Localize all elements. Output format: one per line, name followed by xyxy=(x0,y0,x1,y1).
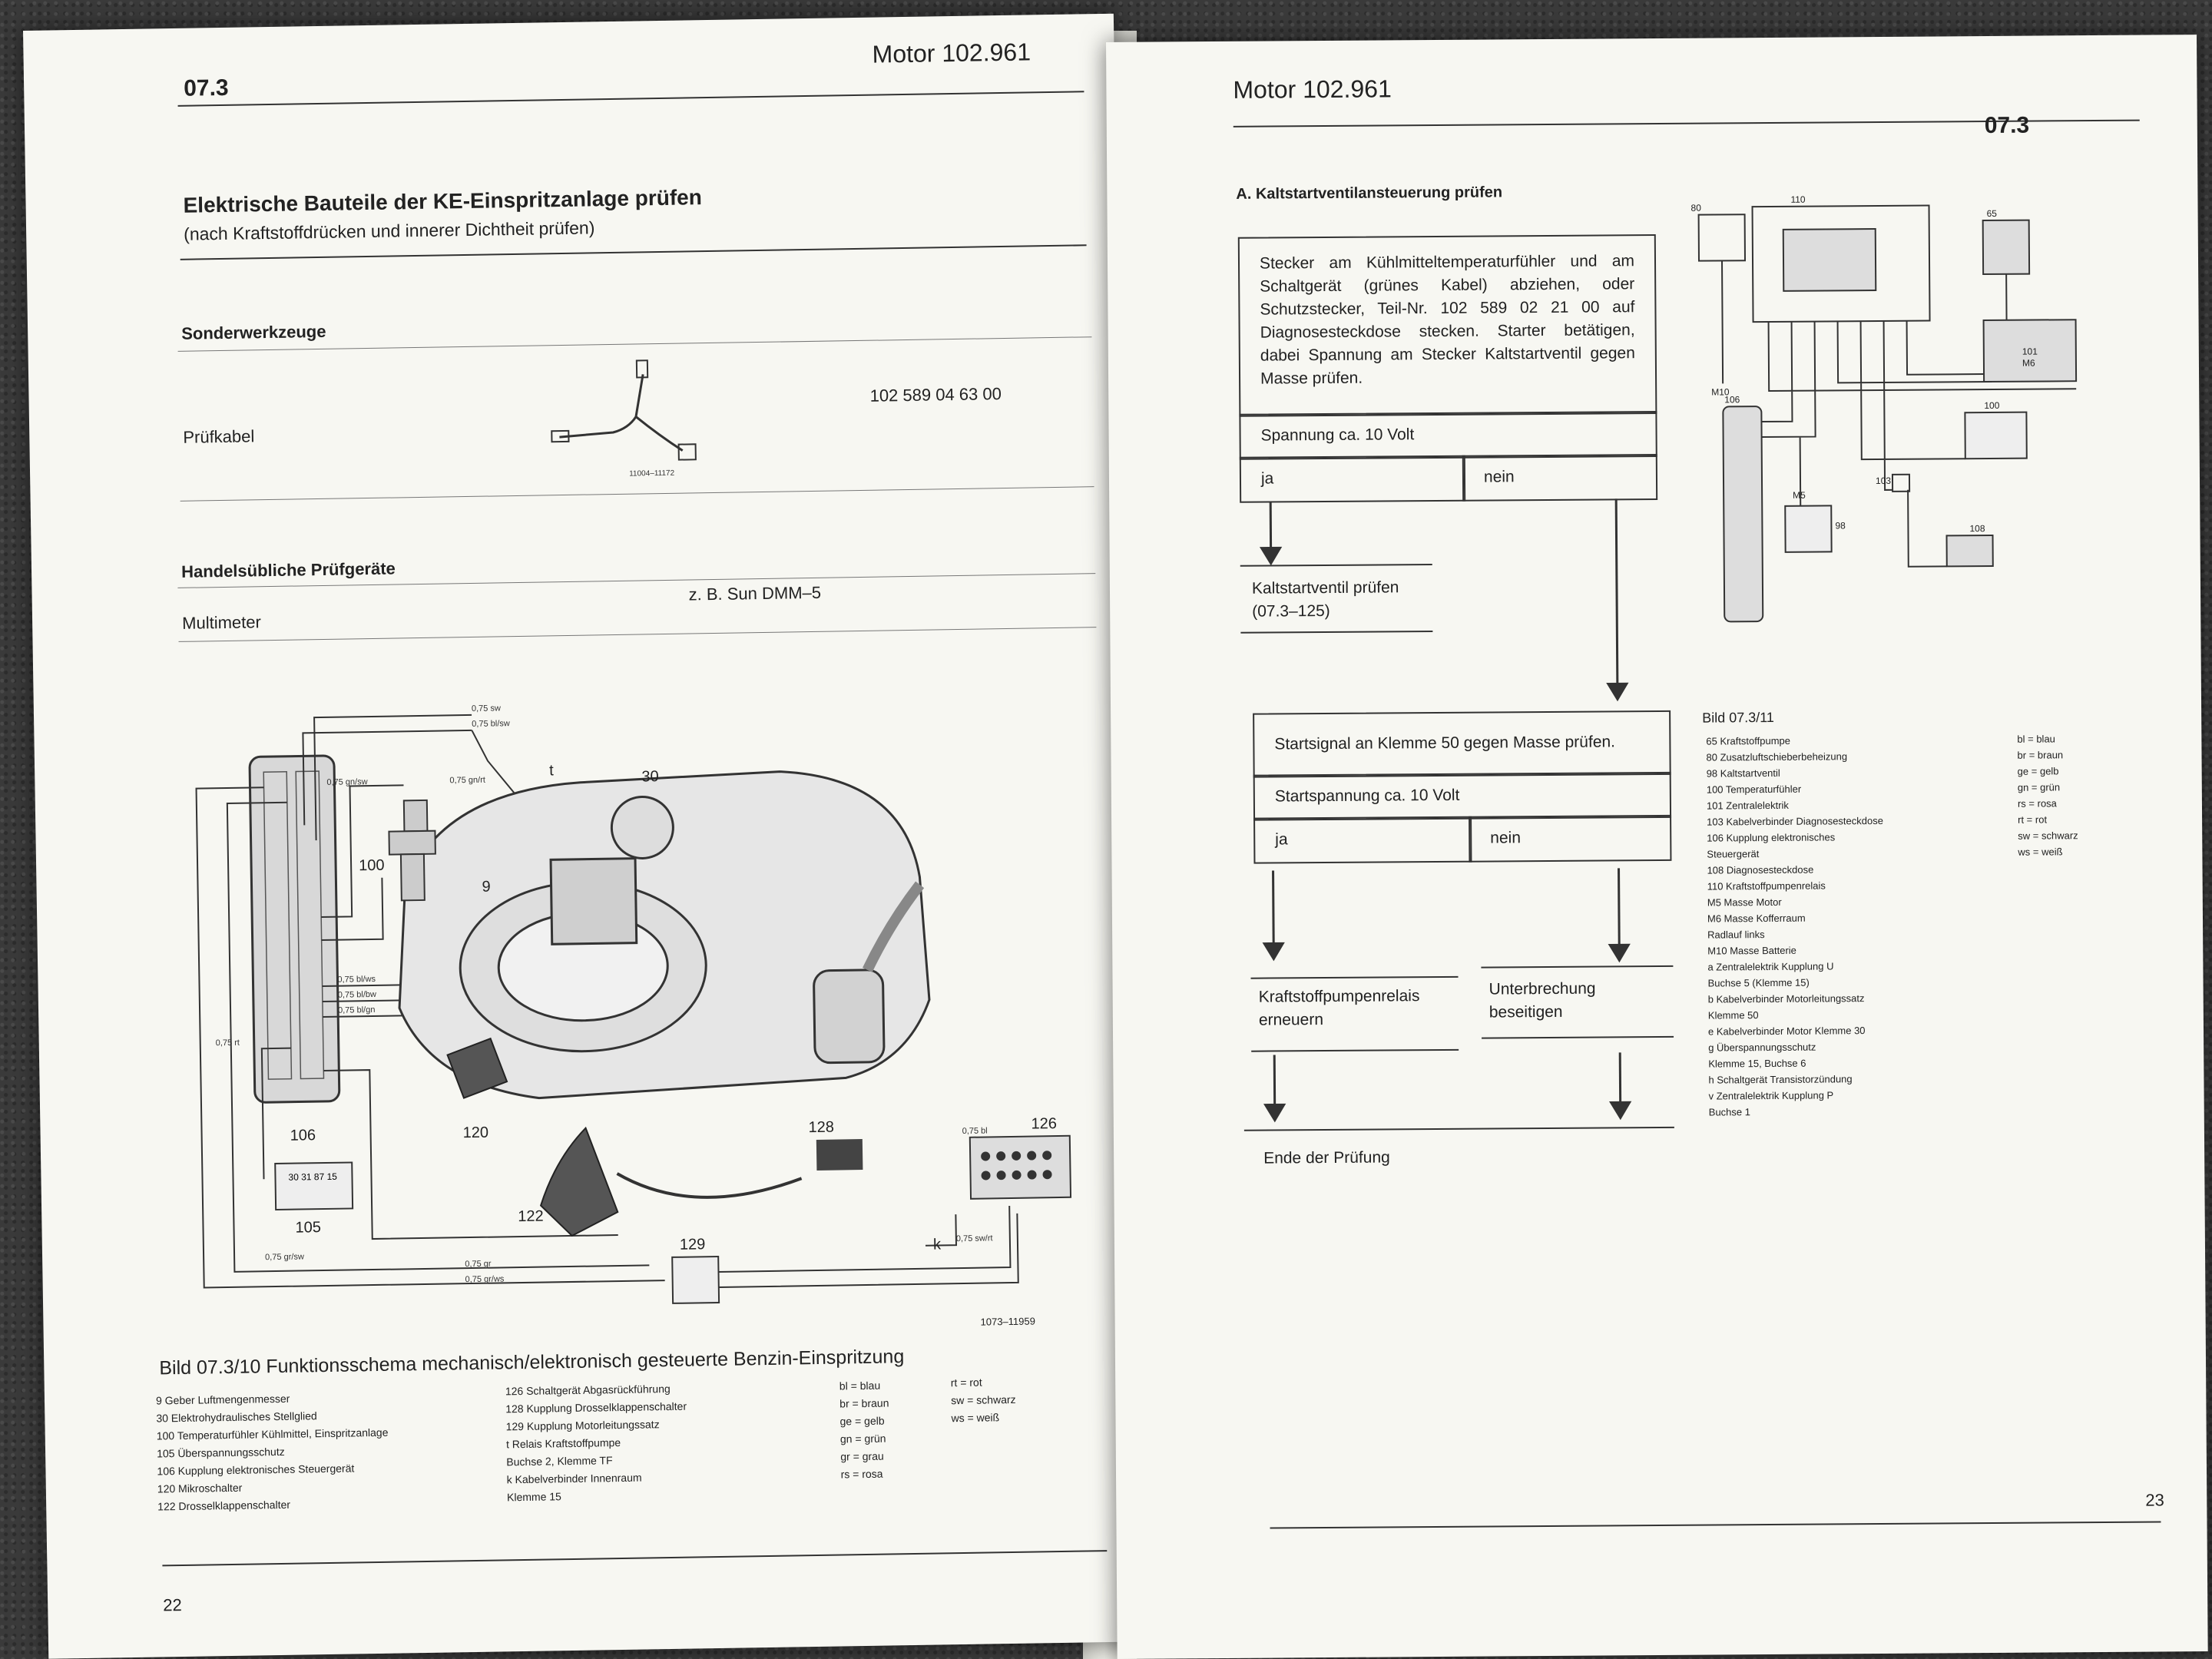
flow-step-relay: Kraftstoffpumpenrelais erneuern xyxy=(1258,987,1420,1029)
label-30: 30 xyxy=(641,768,659,785)
rule xyxy=(180,486,1094,502)
wire-label: 0,75 gr/ws xyxy=(465,1274,505,1284)
flow-step-cold-start: Kaltstartventil prüfen (07.3–125) xyxy=(1251,578,1399,621)
label-65: 65 xyxy=(1987,208,1998,219)
figure-caption: Bild 07.3/10 Funktionsschema mechanisch/… xyxy=(159,1346,905,1379)
label-m6: M6 xyxy=(2022,358,2035,369)
wire-label: 0,75 gn/sw xyxy=(326,777,367,787)
tool-part-number: 102 589 04 63 00 xyxy=(869,384,1002,406)
test-cable-illustration: 11004–11172 xyxy=(551,359,697,478)
test-cable-code: 11004–11172 xyxy=(629,469,675,478)
label-t: t xyxy=(549,762,554,779)
label-k: k xyxy=(933,1236,942,1253)
tool-name: Prüfkabel xyxy=(183,426,255,447)
label-106: 106 xyxy=(290,1127,316,1144)
engine-wiring-diagram: 30 31 87 15 xyxy=(195,704,1072,1328)
wire-label: 0,75 sw xyxy=(472,704,501,714)
label-126: 126 xyxy=(1031,1115,1057,1133)
wire-label: 0,75 gr xyxy=(465,1260,492,1270)
right-figure-caption: Bild 07.3/11 xyxy=(1702,709,1774,726)
flow-yes-2: ja xyxy=(1253,816,1472,864)
page-number: 23 xyxy=(2145,1490,2164,1510)
flow-step-break: Unterbrechung beseitigen xyxy=(1488,979,1596,1022)
flow-arrows xyxy=(1240,498,1674,1131)
label-100: 100 xyxy=(1984,400,1999,411)
wire-label: 0,75 bl xyxy=(962,1126,988,1136)
page-title: Elektrische Bauteile der KE-Einspritzanl… xyxy=(183,185,703,217)
label-128: 128 xyxy=(808,1119,834,1137)
left-page: 07.3 Motor 102.961 Elektrische Bauteile … xyxy=(23,13,1140,1659)
label-106: 106 xyxy=(1724,394,1740,405)
relay-pins: 30 31 87 15 xyxy=(288,1171,337,1183)
multimeter-label: Multimeter xyxy=(181,612,262,633)
special-tools-heading: Sonderwerkzeuge xyxy=(181,321,326,343)
header-rule xyxy=(177,91,1084,107)
label-9: 9 xyxy=(482,879,490,896)
flow-end: Ende der Prüfung xyxy=(1263,1148,1390,1167)
label-100: 100 xyxy=(359,857,385,875)
wire-label: 0,75 bl/ws xyxy=(337,975,376,985)
label-m5: M5 xyxy=(1793,490,1806,501)
label-122: 122 xyxy=(518,1208,544,1226)
label-120: 120 xyxy=(462,1124,488,1142)
page-number: 22 xyxy=(163,1595,182,1615)
footer-rule xyxy=(162,1550,1108,1567)
wire-label: 0,75 gr/sw xyxy=(265,1252,304,1262)
multimeter-example: z. B. Sun DMM–5 xyxy=(688,582,822,604)
diagram-code: 1073–11959 xyxy=(980,1316,1035,1328)
right-page: Motor 102.961 07.3 A. Kaltstartventilans… xyxy=(1106,35,2208,1659)
wire-label: 0,75 rt xyxy=(216,1038,240,1048)
test-equipment-heading: Handelsübliche Prüfgeräte xyxy=(180,558,396,581)
rule xyxy=(178,627,1097,642)
label-108: 108 xyxy=(1969,523,1985,534)
label-103: 103 xyxy=(1876,475,1891,486)
wire-label: 0,75 gn/rt xyxy=(449,776,485,786)
wire-label: 0,75 bl/gn xyxy=(338,1005,376,1015)
wire-label: 0,75 bl/sw xyxy=(472,719,510,729)
flow-step-box2: Startsignal an Klemme 50 gegen Masse prü… xyxy=(1253,710,1671,778)
flow-no-2: nein xyxy=(1469,814,1672,863)
label-129: 129 xyxy=(680,1236,706,1253)
motor-header: Motor 102.961 xyxy=(872,38,1031,68)
wire-label: 0,75 bl/bw xyxy=(338,990,376,1000)
label-105: 105 xyxy=(295,1219,321,1237)
wire-label: 0,75 sw/rt xyxy=(956,1233,993,1243)
section-number: 07.3 xyxy=(183,75,229,101)
flow-result-box2: Startspannung ca. 10 Volt xyxy=(1253,771,1672,821)
label-101: 101 xyxy=(2022,346,2038,357)
title-rule xyxy=(180,244,1087,260)
cold-start-wiring-diagram: 80 110 65 101 106 100 103 98 108 M10 M5 … xyxy=(1690,194,2078,623)
label-110: 110 xyxy=(1790,194,1806,205)
page-subtitle: (nach Kraftstoffdrücken und innerer Dich… xyxy=(183,217,595,244)
label-m10: M10 xyxy=(1711,386,1730,397)
label-80: 80 xyxy=(1690,203,1701,214)
label-98: 98 xyxy=(1835,520,1846,531)
